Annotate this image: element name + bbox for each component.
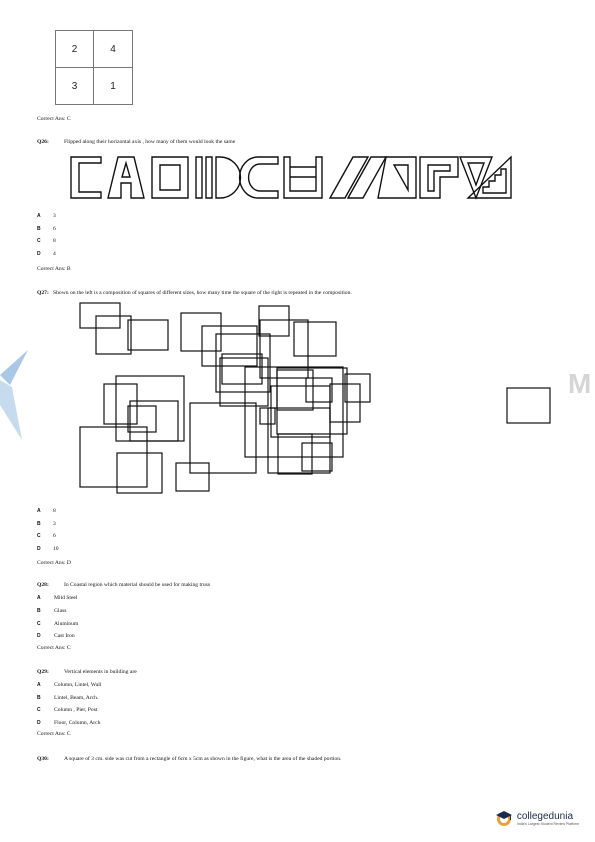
option-letter: B	[37, 607, 41, 614]
option-text[interactable]: 6	[53, 225, 56, 232]
option-letter: D	[37, 545, 41, 552]
q29-answer: Correct Ans: C	[37, 731, 71, 737]
q29-options: A Column, Lintel, Wall B Lintel, Beam, Arc…	[37, 682, 101, 732]
figure-shape	[466, 155, 512, 199]
option-text[interactable]: 8	[53, 508, 56, 514]
watermark-letter: M	[568, 368, 592, 399]
q27-answer: Correct Ans: D	[37, 560, 71, 566]
q28-number: Q28:	[37, 582, 49, 588]
figure-shape	[482, 168, 507, 194]
option-letter: D	[37, 633, 41, 640]
figure-shape	[377, 156, 417, 199]
q27-options: A 8 B 3 C 6 D 10	[37, 508, 59, 558]
q26-options: A 3 B 6 C 8 D 4	[37, 213, 56, 263]
option-letter: C	[37, 707, 41, 713]
option-letter: D	[37, 250, 41, 257]
figure-shape	[238, 156, 279, 199]
option-text[interactable]: 6	[53, 533, 56, 539]
q30-text: A square of 3 cm. side was cut from a re…	[64, 756, 342, 762]
q26-answer: Correct Ans: B	[37, 266, 71, 272]
option-letter: A	[37, 213, 41, 219]
option-letter: C	[37, 620, 41, 627]
number-grid: 2 4 3 1	[55, 30, 133, 105]
option-letter: C	[37, 238, 41, 244]
grid-cell: 4	[94, 31, 132, 68]
logo-tagline: India's Largest Student Review Platform	[516, 821, 579, 826]
reference-square	[506, 387, 551, 424]
option-text[interactable]: 3	[53, 520, 56, 527]
option-letter: A	[37, 508, 41, 514]
option-text[interactable]: Mild Steel	[54, 595, 78, 601]
option-text[interactable]: Lintel, Beam, Arch.	[54, 694, 99, 701]
q27-squares-figure	[79, 302, 551, 494]
option-text[interactable]: Glass	[54, 607, 67, 614]
figure-shape	[195, 156, 203, 199]
option-letter: D	[37, 719, 41, 726]
option-text[interactable]: 10	[53, 545, 59, 552]
option-text[interactable]: 4	[53, 250, 56, 257]
figure-shape	[107, 156, 145, 199]
q29-text: Vertical elements in building are	[64, 669, 137, 675]
option-text[interactable]: Cast Iron	[54, 633, 75, 640]
figure-shape	[346, 156, 388, 199]
option-text[interactable]: 8	[53, 238, 56, 244]
figure-shape	[427, 164, 451, 192]
grid-cell: 3	[56, 68, 94, 105]
option-letter: B	[37, 520, 41, 527]
q28-options: A Mild Steel B Glass C Aluminum D Cast Iron	[37, 595, 78, 646]
option-text[interactable]: Aluminum	[54, 620, 79, 627]
option-letter: A	[37, 682, 41, 688]
option-letter: B	[37, 225, 41, 232]
figure-shape	[392, 164, 409, 193]
figure-shape	[458, 156, 494, 200]
grid-cell: 2	[56, 31, 94, 68]
logo-name: collegedunia	[516, 810, 574, 822]
graduation-cap-icon	[495, 811, 512, 826]
figure-shape	[215, 156, 242, 199]
q25-answer: Correct Ans: C	[37, 116, 71, 122]
q28-text: In Coastal region which material should …	[64, 582, 211, 588]
q26-shapes-figure	[70, 155, 512, 200]
figure-shape	[467, 162, 485, 188]
q28-answer: Correct Ans: C	[37, 645, 71, 651]
figure-shape	[419, 156, 459, 199]
q26-text: Flipped along their horizontal axis , ho…	[64, 139, 236, 145]
watermark-shape-left	[0, 350, 28, 440]
option-letter: B	[37, 694, 41, 701]
collegedunia-logo[interactable]: collegedunia India's Largest Student Rev…	[494, 808, 579, 828]
grid-cell: 1	[110, 81, 116, 92]
option-text[interactable]: Column, Lintel, Wall	[54, 682, 102, 688]
figure-shape	[159, 164, 181, 191]
option-letter: A	[37, 595, 41, 601]
figure-shape	[328, 156, 370, 199]
q26-number: Q26:	[37, 139, 49, 145]
figure-shape	[290, 166, 316, 178]
q27-number: Q27:	[37, 290, 49, 296]
figure-shape	[283, 156, 323, 199]
figure-shape	[151, 156, 189, 199]
option-text[interactable]: 3	[53, 213, 56, 219]
q29-number: Q29:	[37, 669, 49, 675]
q30-number: Q30:	[37, 756, 49, 762]
figure-shape	[205, 156, 213, 199]
option-text[interactable]: Floor, Column, Arch	[54, 719, 101, 726]
q27-text: Shown on the left is a composition of sq…	[53, 290, 352, 296]
option-text[interactable]: Column , Pier, Post	[54, 707, 98, 713]
figure-shape	[70, 156, 102, 199]
option-letter: C	[37, 533, 41, 539]
figure-shape	[121, 160, 131, 178]
